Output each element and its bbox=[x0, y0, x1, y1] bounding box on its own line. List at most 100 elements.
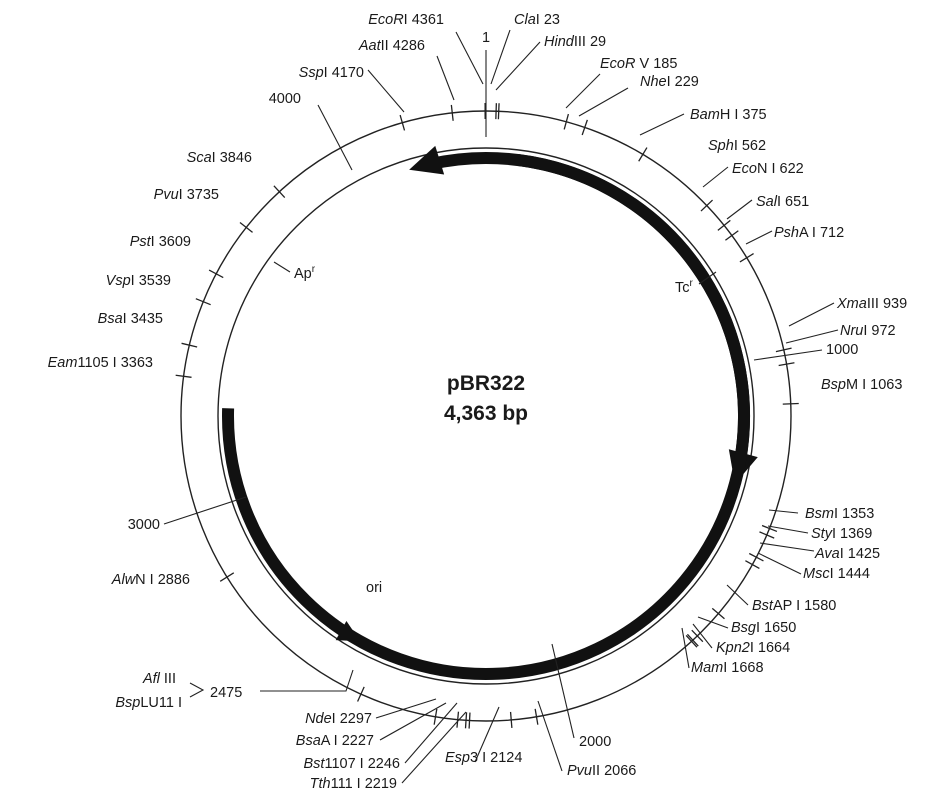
site-label-sphi: SphI 562 bbox=[708, 138, 766, 154]
site-enzyme-bsai: Bsa bbox=[98, 311, 123, 327]
site-position-msci: I 1444 bbox=[830, 566, 870, 582]
site-leader-bst1107i bbox=[404, 702, 458, 764]
site-label-msci: MscI 1444 bbox=[803, 566, 870, 582]
gene-label-apr: Apr bbox=[294, 264, 316, 282]
site-leader-bstapi bbox=[726, 584, 749, 606]
site-leader-styi bbox=[767, 525, 809, 534]
site-leader-kpn2i bbox=[692, 623, 713, 649]
site-tick-msci bbox=[745, 560, 760, 570]
site-tick-sali bbox=[725, 230, 739, 241]
site-label-tth111i: Tth111 I 2219 bbox=[310, 776, 397, 792]
afl-group-bracket bbox=[189, 682, 205, 698]
site-leader-mami bbox=[681, 627, 690, 669]
site-leader-ecori bbox=[455, 31, 484, 85]
afl-group-label1-suffix: III bbox=[160, 671, 176, 687]
site-leader-nrui bbox=[785, 329, 839, 344]
site-leader-hindiii bbox=[495, 41, 541, 91]
site-position-hindiii: III 29 bbox=[574, 34, 606, 50]
site-leader-pvuii bbox=[537, 700, 563, 772]
site-leader-aatii bbox=[436, 55, 455, 101]
site-position-psha: A I 712 bbox=[799, 225, 844, 241]
site-leader-econi bbox=[702, 166, 729, 188]
site-enzyme-sali: Sal bbox=[756, 194, 778, 210]
site-enzyme-sphi: Sph bbox=[708, 138, 734, 154]
position-mark-2000: 2000 bbox=[579, 734, 611, 750]
afl-group-leader bbox=[260, 669, 354, 692]
site-enzyme-styi: Sty bbox=[811, 526, 833, 542]
site-enzyme-bsaai: Bsa bbox=[296, 733, 321, 749]
site-leader-bsaai bbox=[379, 702, 447, 741]
afl-group-label2-enzyme: Bsp bbox=[115, 695, 140, 711]
site-leader-ecorv bbox=[565, 73, 601, 109]
site-enzyme-kpn2i: Kpn2 bbox=[716, 640, 750, 656]
site-enzyme-bamhi: Bam bbox=[690, 107, 720, 123]
site-enzyme-econi: Eco bbox=[732, 161, 757, 177]
site-label-bsaai: BsaA I 2227 bbox=[296, 733, 374, 749]
site-tick-kpn2i bbox=[686, 633, 699, 647]
site-tick-pvuii bbox=[534, 708, 539, 725]
position-mark-line-1000 bbox=[753, 349, 823, 361]
gene-arrowhead-apr bbox=[409, 145, 445, 175]
site-label-psha: PshA I 712 bbox=[774, 225, 844, 241]
site-position-pvuii: II 2066 bbox=[592, 763, 636, 779]
site-position-styi: I 1369 bbox=[832, 526, 872, 542]
site-tick-scai bbox=[273, 185, 286, 199]
site-leader-msci bbox=[757, 552, 802, 575]
site-tick-bspmi bbox=[782, 402, 799, 405]
site-position-bspmi: M I 1063 bbox=[846, 377, 902, 393]
site-leader-nhei bbox=[578, 87, 629, 117]
site-label-psti: PstI 3609 bbox=[130, 234, 191, 250]
site-position-psti: I 3609 bbox=[151, 234, 191, 250]
position-mark-1: 1 bbox=[482, 30, 490, 46]
position-mark-1000: 1000 bbox=[826, 342, 858, 358]
site-leader-xmaiii bbox=[788, 302, 835, 327]
site-enzyme-bspmi: Bsp bbox=[821, 377, 846, 393]
site-position-ecorv: V 185 bbox=[635, 56, 677, 72]
site-tick-eam1105i bbox=[175, 374, 192, 378]
position-mark-4000: 4000 bbox=[269, 91, 301, 107]
site-position-tth111i: 111 I 2219 bbox=[331, 776, 397, 792]
site-position-bsai: I 3435 bbox=[123, 311, 163, 327]
site-position-sali: I 651 bbox=[777, 194, 809, 210]
gene-superscript-apr: r bbox=[312, 264, 316, 275]
site-position-nrui: I 972 bbox=[863, 323, 895, 339]
site-position-nhei: I 229 bbox=[667, 74, 699, 90]
site-position-sspi: I 4170 bbox=[324, 65, 364, 81]
site-enzyme-mami: Mam bbox=[691, 660, 723, 676]
site-enzyme-avai: Ava bbox=[814, 546, 840, 562]
site-position-eam1105i: 1105 I 3363 bbox=[77, 355, 153, 371]
site-leader-bamhi bbox=[639, 113, 685, 136]
gene-arrow-apr bbox=[222, 152, 750, 680]
ori-arrowhead bbox=[335, 620, 361, 642]
site-leader-avai bbox=[759, 542, 815, 552]
site-label-bsgi: BsgI 1650 bbox=[731, 620, 796, 636]
position-mark-line-2000 bbox=[551, 643, 575, 739]
site-tick-nrui bbox=[778, 362, 795, 367]
site-label-bsmi: BsmI 1353 bbox=[805, 506, 874, 522]
position-mark-3000: 3000 bbox=[128, 517, 160, 533]
site-label-aatii: AatII 4286 bbox=[358, 38, 425, 54]
site-label-kpn2i: Kpn2I 1664 bbox=[716, 640, 790, 656]
gene-name-ori: ori bbox=[366, 580, 382, 596]
site-tick-xmaiii bbox=[775, 347, 792, 353]
site-tick-sphi bbox=[700, 199, 714, 212]
gene-leader-tcr bbox=[698, 271, 717, 285]
site-position-bamhi: H I 375 bbox=[720, 107, 767, 123]
site-tick-mami bbox=[685, 634, 698, 648]
site-position-mami: I 1668 bbox=[723, 660, 763, 676]
gene-label-ori: ori bbox=[366, 580, 382, 596]
site-enzyme-bsgi: Bsg bbox=[731, 620, 756, 636]
site-enzyme-esp3i: Esp bbox=[445, 750, 470, 766]
site-enzyme-nhei: Nhe bbox=[640, 74, 667, 90]
site-tick-pvui bbox=[239, 222, 253, 233]
site-label-bst1107i: Bst1107 I 2246 bbox=[304, 756, 400, 772]
site-label-nrui: NruI 972 bbox=[840, 323, 896, 339]
site-tick-esp3i bbox=[509, 711, 513, 728]
site-leader-bsgi bbox=[697, 616, 729, 629]
site-label-ecorv: EcoR V 185 bbox=[600, 56, 677, 72]
site-label-econi: EcoN I 622 bbox=[732, 161, 804, 177]
site-tick-avai bbox=[748, 552, 764, 562]
site-label-mami: MamI 1668 bbox=[691, 660, 764, 676]
gene-leader-apr bbox=[273, 261, 291, 273]
site-enzyme-ecori: EcoR bbox=[368, 12, 404, 28]
